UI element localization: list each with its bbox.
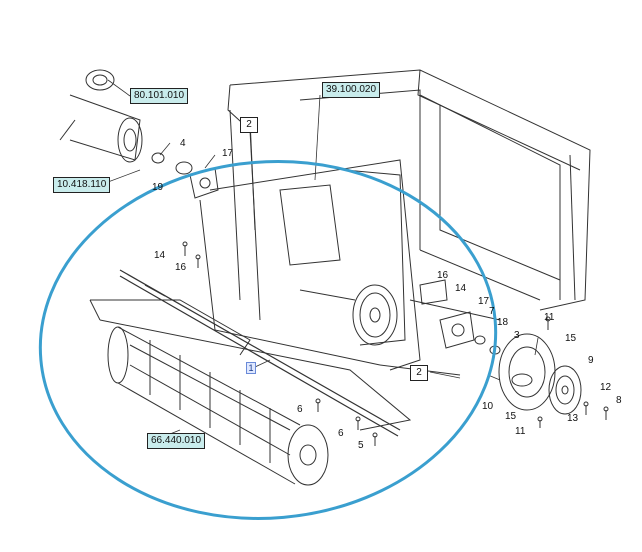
rotor-drum [107, 326, 329, 486]
chassis-frame [89, 69, 591, 431]
square-label-upper: 2 [240, 117, 258, 133]
part-number: 4 [180, 138, 186, 149]
square-label-lower: 2 [410, 365, 428, 381]
part-number: 3 [514, 330, 520, 341]
part-number: 15 [565, 333, 577, 344]
upper-pulley-assembly [59, 69, 193, 175]
part-number: 11 [544, 312, 555, 323]
highlight-ellipse [38, 160, 498, 520]
part-number: 16 [437, 270, 449, 281]
part-number: 6 [297, 404, 303, 415]
drive-shaft [119, 269, 401, 437]
part-number: 10 [482, 401, 494, 412]
part-number: 19 [152, 182, 164, 193]
part-number: 14 [455, 283, 467, 294]
part-number: 7 [489, 306, 495, 317]
highlighted-part-label: 1 [246, 362, 256, 374]
right-pulleys [474, 333, 582, 415]
part-number: 18 [497, 317, 509, 328]
part-number: 6 [338, 428, 344, 439]
ref-box-39-100-020: 39.100.020 [322, 82, 381, 98]
ref-box-80-101-010: 80.101.010 [130, 88, 189, 104]
part-number: 12 [600, 382, 612, 393]
part-number: 17 [478, 296, 490, 307]
part-number: 15 [505, 411, 517, 422]
part-number: 11 [515, 426, 526, 437]
leader-lines [99, 79, 539, 443]
part-number: 16 [175, 262, 187, 273]
center-pulley [299, 284, 398, 346]
bolts [182, 241, 609, 446]
part-number: 14 [154, 250, 166, 261]
part-number: 8 [616, 395, 622, 406]
part-number: 5 [358, 440, 364, 451]
part-number: 13 [567, 413, 579, 424]
ref-box-10-418-110: 10.418.110 [53, 177, 111, 193]
part-number: 17 [222, 148, 234, 159]
bearing-plates [189, 167, 475, 349]
part-number: 9 [588, 355, 594, 366]
ref-box-66-440-010: 66.440.010 [147, 433, 206, 449]
